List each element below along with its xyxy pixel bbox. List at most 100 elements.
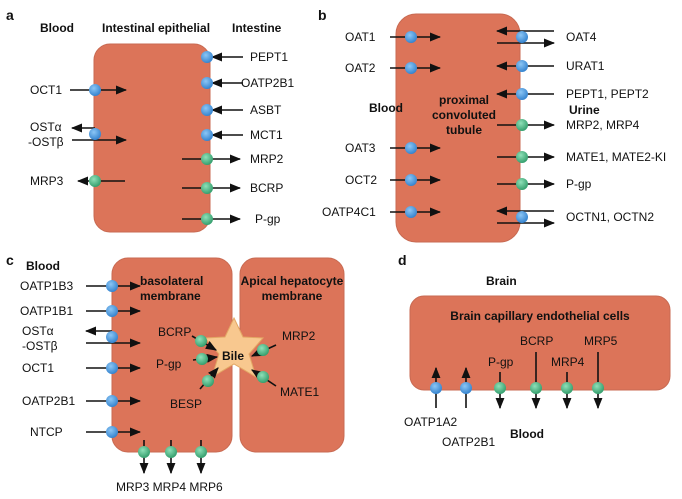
pept1-transporter: [201, 51, 213, 63]
mrp3-transporter: [89, 175, 101, 187]
mct1-label: MCT1: [250, 128, 283, 142]
oatp2b1-transporter: [201, 77, 213, 89]
oct2-transporter: [405, 174, 417, 186]
apical-label-2: membrane: [262, 289, 323, 303]
oct2-label: OCT2: [345, 173, 377, 187]
oat3-label: OAT3: [345, 141, 376, 155]
oatp2b1-d-label: OATP2B1: [442, 435, 495, 449]
bcrp-transporter: [201, 182, 213, 194]
mrp5-d-label: MRP5: [584, 334, 618, 348]
baso-label-1: basolateral: [140, 274, 203, 288]
asbt-transporter: [201, 104, 213, 116]
urat1-label: URAT1: [566, 59, 605, 73]
panel-a-intestine-label: Intestine: [232, 21, 282, 35]
pept-transporter: [516, 88, 528, 100]
tubule-label-1: proximal: [439, 93, 489, 107]
panel-b: b Blood Urine proximal convoluted tubule…: [318, 7, 666, 243]
mrp5-d-transporter: [592, 382, 604, 394]
pept1-label: PEPT1: [250, 50, 288, 64]
mrp2-c-transporter: [257, 344, 269, 356]
oat1-label: OAT1: [345, 30, 376, 44]
panel-c-letter: c: [6, 252, 14, 268]
ost-c-beta-label: -OSTβ: [22, 339, 58, 353]
oat4-transporter: [516, 31, 528, 43]
panel-b-letter: b: [318, 7, 327, 23]
oat2-transporter: [405, 62, 417, 74]
besp-transporter: [202, 375, 214, 387]
panel-d-letter: d: [398, 252, 407, 268]
mrp3-c-transporter: [138, 446, 150, 458]
apical-label-1: Apical hepatocyte: [241, 274, 344, 288]
mrp2-label: MRP2: [250, 152, 284, 166]
bile-canaliculus-star: [203, 316, 265, 379]
panel-a-cell-label: Intestinal epithelial: [102, 21, 210, 35]
panel-a-letter: a: [6, 7, 14, 23]
pgp-b-transporter: [516, 178, 528, 190]
mrp-label: MRP2, MRP4: [566, 118, 640, 132]
tubule-label-2: convoluted: [432, 108, 496, 122]
pept-label: PEPT1, PEPT2: [566, 87, 649, 101]
bcrp-c-transporter: [195, 335, 207, 347]
oatp2b1-c-label: OATP2B1: [22, 394, 75, 408]
oat3-transporter: [405, 142, 417, 154]
oatp1a2-transporter: [430, 382, 442, 394]
pgp-c-label: P-gp: [156, 357, 182, 371]
pgp-transporter: [201, 213, 213, 225]
ntcp-label: NTCP: [30, 425, 63, 439]
pgp-d-label: P-gp: [488, 355, 514, 369]
oatp4c1-transporter: [405, 206, 417, 218]
panel-d-blood-label: Blood: [510, 427, 544, 441]
pgp-d-transporter: [494, 382, 506, 394]
ntcp-transporter: [106, 426, 118, 438]
pgp-b-label: P-gp: [566, 177, 592, 191]
ost-beta-label: -OSTβ: [28, 135, 64, 149]
oct1-transporter: [89, 84, 101, 96]
oatp2b1-d-transporter: [460, 382, 472, 394]
bcrp-c-label: BCRP: [158, 325, 191, 339]
asbt-label: ASBT: [250, 103, 282, 117]
ost-c-alpha-label: OSTα: [22, 324, 54, 338]
baso-label-2: membrane: [140, 289, 201, 303]
tubule-label-3: tubule: [446, 123, 482, 137]
bile-label: Bile: [222, 349, 244, 363]
panel-d-cell-label: Brain capillary endothelial cells: [450, 309, 630, 323]
panel-a-blood-label: Blood: [40, 21, 74, 35]
oat2-label: OAT2: [345, 61, 376, 75]
oct1-c-transporter: [106, 362, 118, 374]
mrp2-transporter: [201, 153, 213, 165]
octn-label: OCTN1, OCTN2: [566, 210, 654, 224]
oat4-label: OAT4: [566, 30, 597, 44]
panel-d: d Brain Brain capillary endothelial cell…: [398, 252, 671, 449]
mrp-bottom-label: MRP3 MRP4 MRP6: [116, 480, 223, 494]
pgp-c-transporter: [196, 353, 208, 365]
oatp1b3-transporter: [106, 280, 118, 292]
mate-transporter: [516, 151, 528, 163]
mate1-transporter: [257, 371, 269, 383]
mate-label: MATE1, MATE2-KI: [566, 150, 666, 164]
mrp-transporter: [516, 119, 528, 131]
bcrp-d-label: BCRP: [520, 334, 553, 348]
oatp1b1-label: OATP1B1: [20, 304, 73, 318]
ost-c-transporter: [106, 331, 118, 343]
mrp6-c-transporter: [195, 446, 207, 458]
ost-alpha-label: OSTα: [30, 120, 62, 134]
bcrp-d-transporter: [530, 382, 542, 394]
panel-c-blood-label: Blood: [26, 259, 60, 273]
mrp4-d-transporter: [561, 382, 573, 394]
pgp-label: P-gp: [255, 212, 281, 226]
oatp1b3-label: OATP1B3: [20, 279, 73, 293]
bcrp-label: BCRP: [250, 181, 283, 195]
urat1-transporter: [516, 60, 528, 72]
besp-label: BESP: [170, 397, 202, 411]
mate1-label: MATE1: [280, 385, 319, 399]
oatp1b1-transporter: [106, 305, 118, 317]
oatp2b1-label: OATP2B1: [241, 76, 294, 90]
oatp2b1-c-transporter: [106, 395, 118, 407]
octn-transporter: [516, 211, 528, 223]
mrp2-c-label: MRP2: [282, 329, 316, 343]
oatp4c1-label: OATP4C1: [322, 205, 376, 219]
panel-a: a Blood Intestinal epithelial Intestine …: [6, 7, 294, 233]
oct1-label: OCT1: [30, 83, 62, 97]
mrp4-d-label: MRP4: [551, 355, 585, 369]
